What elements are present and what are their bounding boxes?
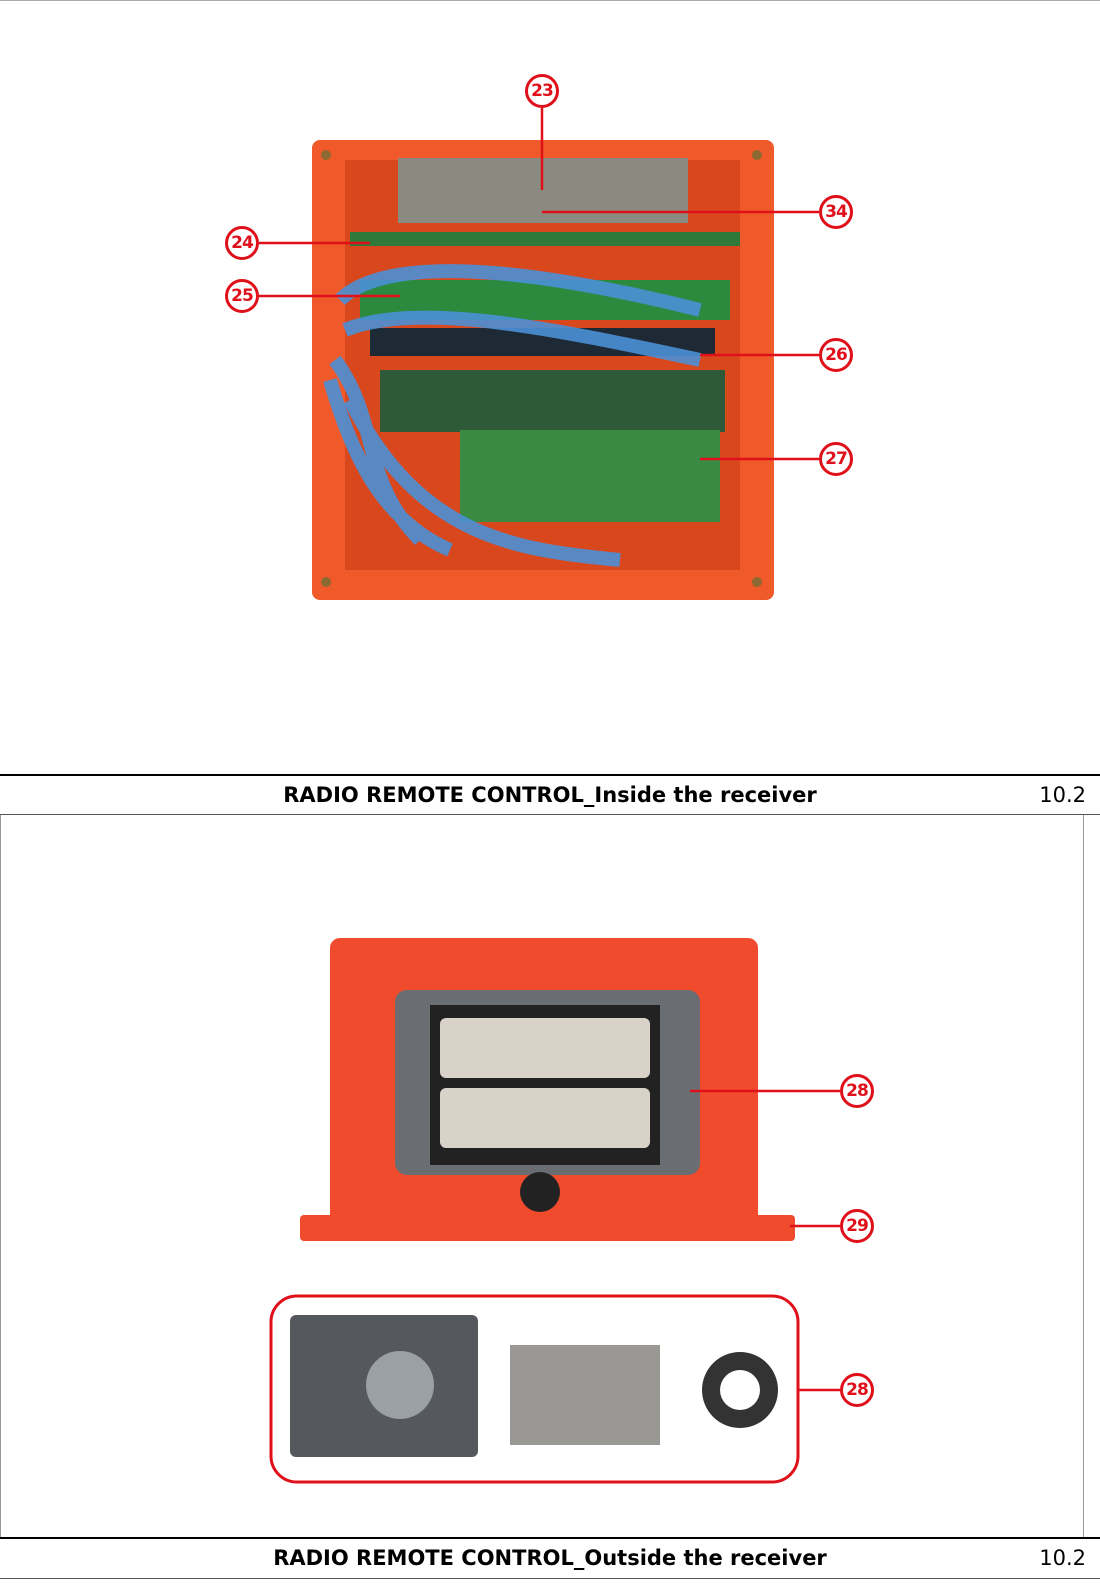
- callout-23: 23: [525, 74, 559, 108]
- section-number: 10.2: [1039, 1546, 1086, 1570]
- receiver-inside-photo: [312, 140, 774, 600]
- panel-border-left: [0, 815, 1, 1537]
- caption-divider: [0, 1537, 1100, 1539]
- top-border: [0, 0, 1100, 1]
- callout-34: 34: [819, 195, 853, 229]
- receiver-outside-photo: [290, 938, 795, 1457]
- callout-25: 25: [225, 279, 259, 313]
- callout-24: 24: [225, 226, 259, 260]
- callout-26: 26: [819, 338, 853, 372]
- panel-border-right: [1083, 815, 1084, 1537]
- callout-lines-inside: [259, 108, 819, 461]
- caption-text: RADIO REMOTE CONTROL_Outside the receive…: [273, 1546, 827, 1570]
- caption-divider: [0, 1578, 1100, 1579]
- caption-divider: [0, 814, 1100, 815]
- callout-lines-outside: [690, 1089, 840, 1392]
- callout-28-parts: 28: [840, 1373, 874, 1407]
- caption-inside: RADIO REMOTE CONTROL_Inside the receiver…: [0, 777, 1100, 813]
- callout-28: 28: [840, 1074, 874, 1108]
- caption-divider: [0, 774, 1100, 776]
- callout-27: 27: [819, 442, 853, 476]
- caption-text: RADIO REMOTE CONTROL_Inside the receiver: [283, 783, 817, 807]
- caption-outside: RADIO REMOTE CONTROL_Outside the receive…: [0, 1540, 1100, 1576]
- section-number: 10.2: [1039, 783, 1086, 807]
- callout-29: 29: [840, 1209, 874, 1243]
